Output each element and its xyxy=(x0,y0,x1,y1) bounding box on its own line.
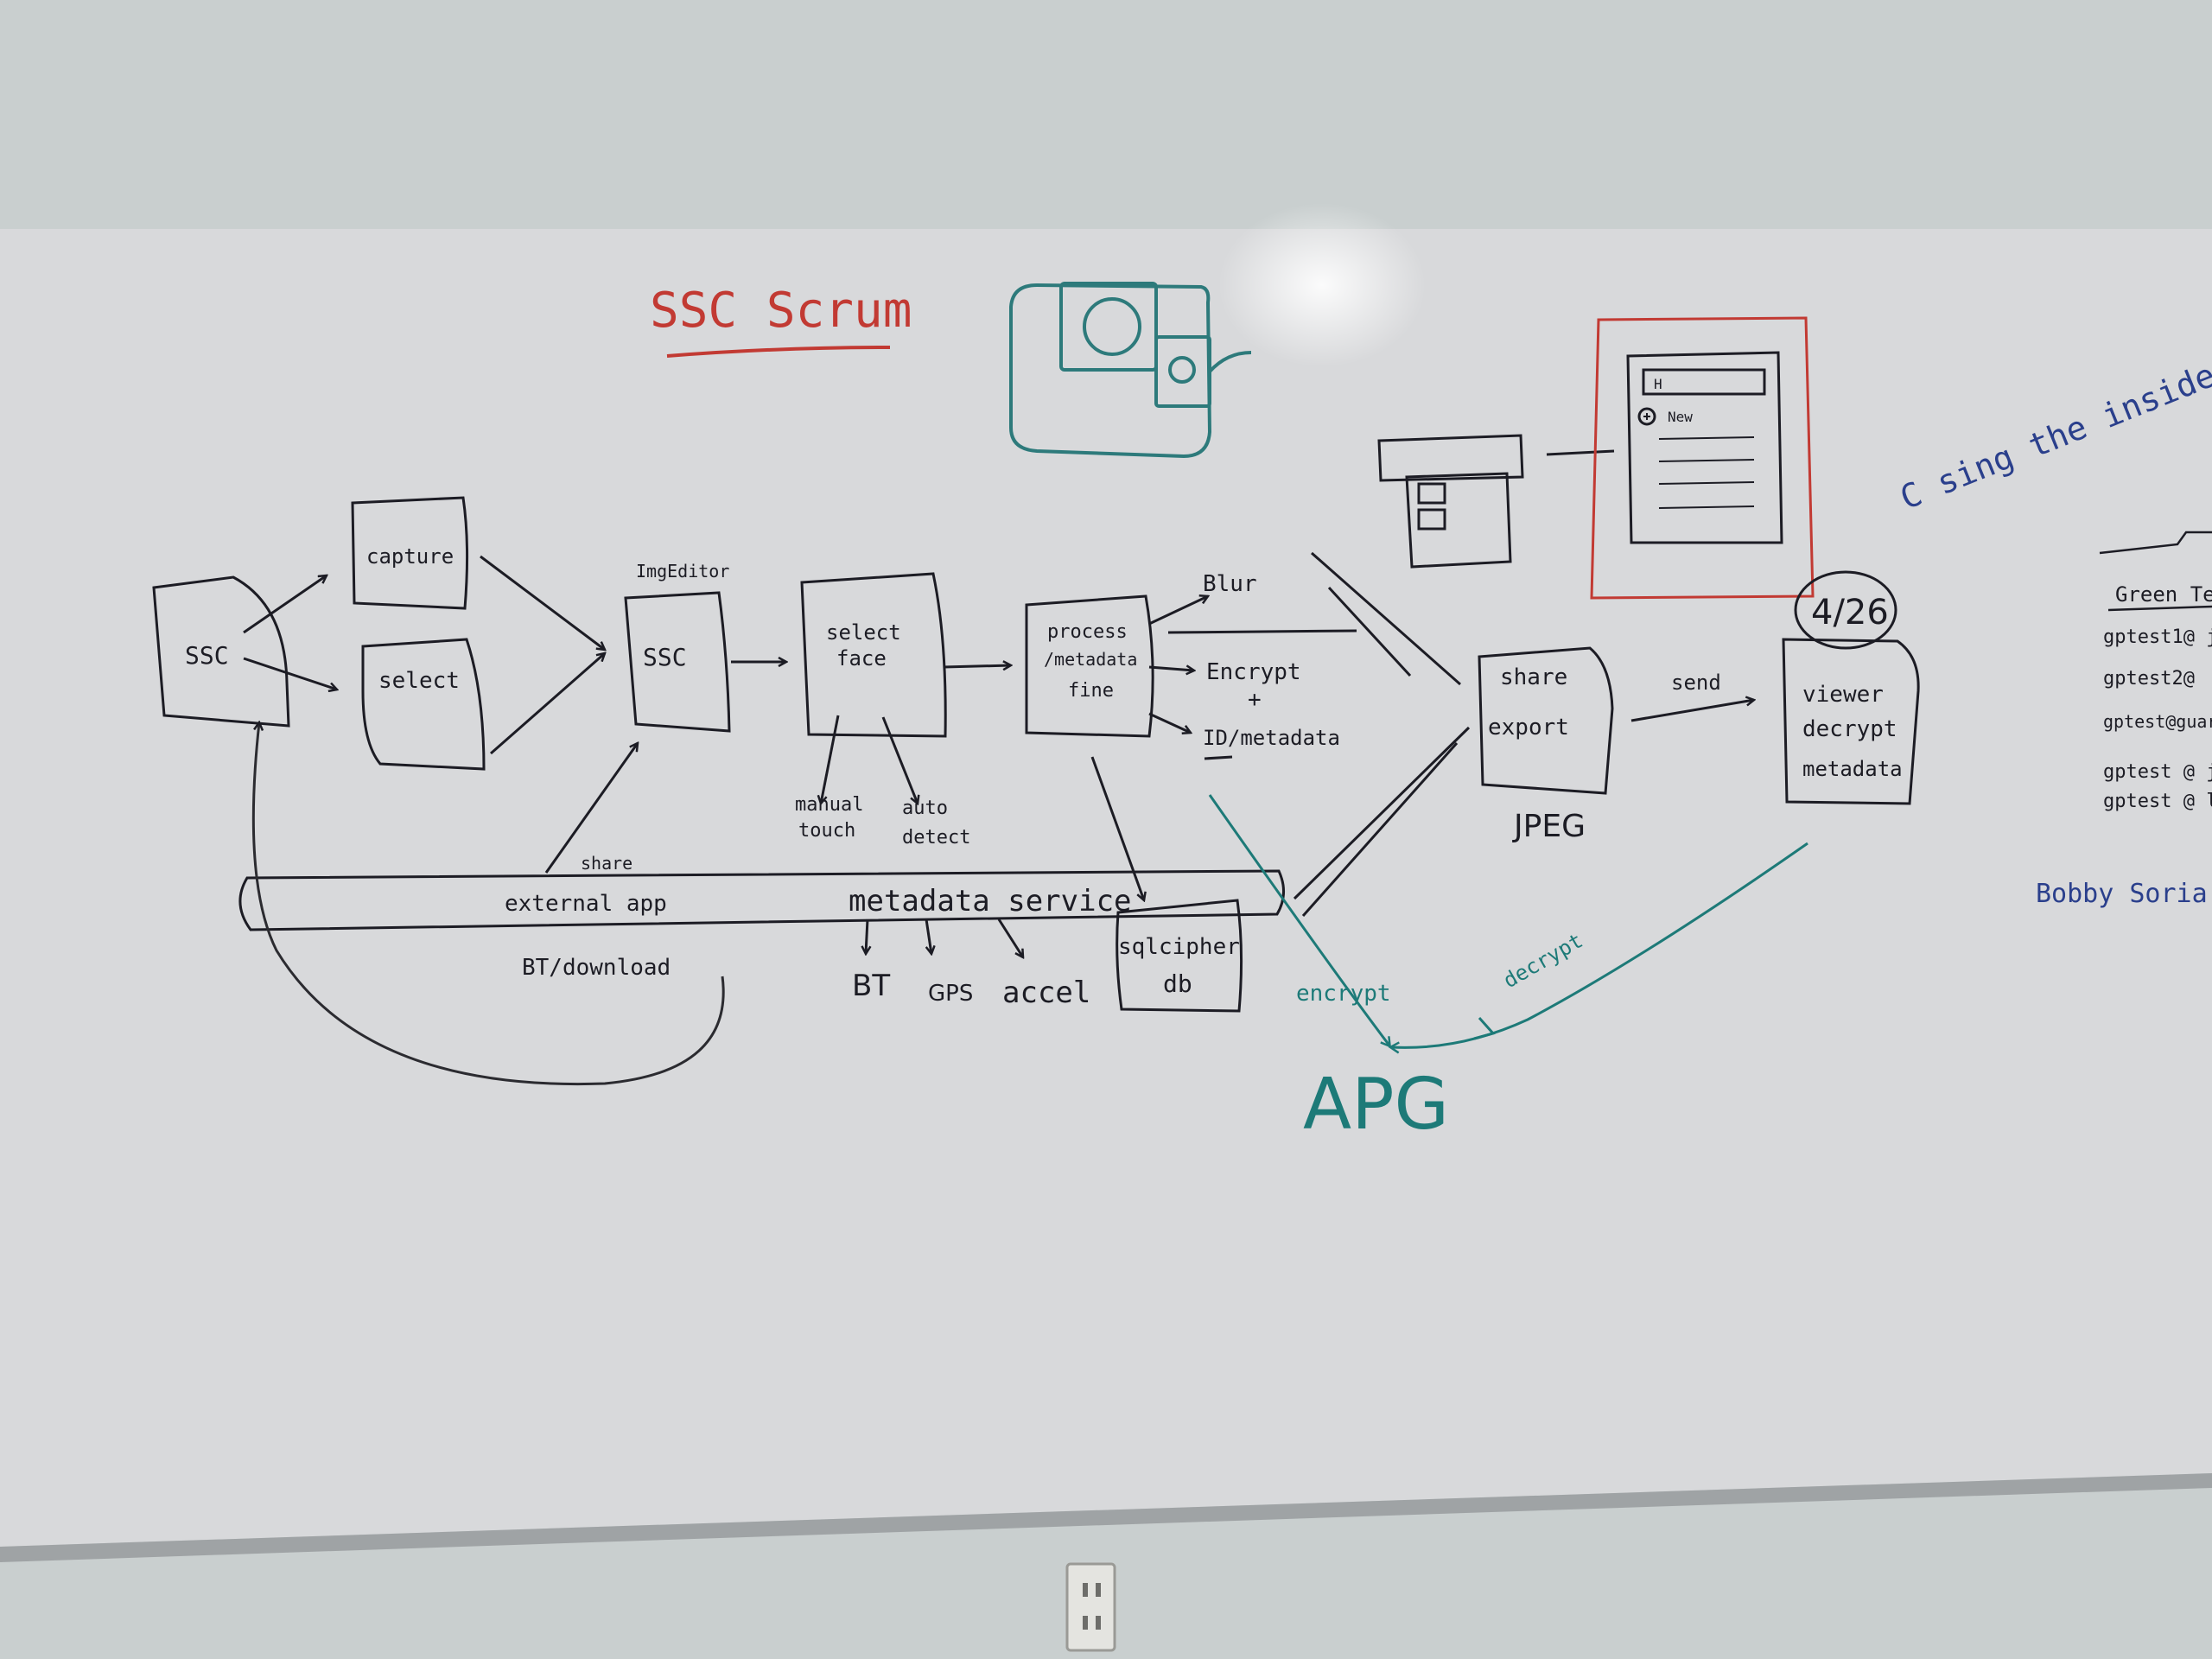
manual-touch-label-2: touch xyxy=(798,820,855,842)
light-glare xyxy=(1218,203,1426,367)
mockup-search-field: H xyxy=(1654,376,1662,392)
encrypt-teal-label: encrypt xyxy=(1296,981,1391,1007)
apg-arrows xyxy=(1208,794,1808,1047)
whiteboard xyxy=(0,229,2212,1547)
id-metadata-label: ID/metadata xyxy=(1203,726,1340,750)
viewer-box xyxy=(1782,638,1920,805)
sqlcipher-label-1: sqlcipher xyxy=(1118,934,1240,960)
flow-arrows xyxy=(243,555,1754,957)
process-label-2: /metadata xyxy=(1044,649,1137,670)
service-bar xyxy=(238,869,1285,931)
select-box xyxy=(361,638,486,771)
select-label: select xyxy=(378,668,460,694)
img-editor-label: SSC xyxy=(643,643,687,671)
img-editor-box xyxy=(624,591,731,733)
ui-mockup-list xyxy=(1626,351,1783,544)
bt-download-label: BT/download xyxy=(522,955,671,981)
share-export-box xyxy=(1478,646,1614,795)
process-label-3: fine xyxy=(1068,680,1114,702)
encrypt-label: Encrypt xyxy=(1206,659,1301,685)
board-title: SSC Scrum xyxy=(650,283,912,339)
phone-sketch xyxy=(1377,434,1615,569)
capture-box xyxy=(351,496,469,610)
share-export-label-1: share xyxy=(1500,664,1567,690)
title-underline xyxy=(666,346,891,358)
ui-mockup-red-frame xyxy=(1590,316,1815,600)
email-line-2: gptest2@ xyxy=(2103,668,2195,690)
process-label-1: process xyxy=(1047,621,1128,643)
metadata-service-label: metadata service xyxy=(849,884,1132,918)
signature-note: Bobby Soria xyxy=(2036,879,2208,909)
viewer-label-1: viewer xyxy=(1802,682,1884,708)
process-box xyxy=(1025,594,1154,738)
apg-label: APG xyxy=(1303,1064,1449,1146)
manual-touch-label-1: manual xyxy=(795,794,863,816)
camera-sketch xyxy=(1009,282,1252,459)
auto-detect-label-2: detect xyxy=(902,827,970,849)
share-label: share xyxy=(581,853,632,874)
id-underline xyxy=(1204,755,1233,760)
capture-label: capture xyxy=(366,544,454,569)
email-line-3: gptest@guard xyxy=(2103,711,2212,732)
send-label: send xyxy=(1671,671,1721,695)
ssc-start-box xyxy=(152,575,290,728)
email-line-5: gptest @ lin xyxy=(2103,791,2212,812)
notes-divider xyxy=(2099,531,2212,555)
email-line-1: gptest1@ jab xyxy=(2103,626,2212,648)
select-face-label-1: select xyxy=(826,620,901,645)
mockup-new-item: New xyxy=(1668,409,1693,425)
select-face-label-2: face xyxy=(836,646,887,671)
power-outlet xyxy=(1065,1562,1116,1652)
viewer-label-2: decrypt xyxy=(1802,716,1897,742)
board-bottom-rail xyxy=(0,1473,2212,1562)
sqlcipher-label-2: db xyxy=(1163,969,1192,998)
external-app-label: external app xyxy=(505,891,667,917)
img-editor-caption: ImgEditor xyxy=(636,561,729,582)
sqlcipher-box xyxy=(1116,899,1243,1013)
crossing-lines xyxy=(1167,551,1471,917)
viewer-label-3: metadata xyxy=(1802,757,1903,781)
share-export-label-2: export xyxy=(1488,715,1569,741)
jpeg-label: JPEG xyxy=(1512,809,1586,844)
date-badge: 4/26 xyxy=(1811,593,1889,632)
plus-label: + xyxy=(1248,687,1262,713)
select-face-box xyxy=(800,572,947,738)
auto-detect-label-1: auto xyxy=(902,798,948,819)
ssc-start-label: SSC xyxy=(185,641,229,670)
accel-label: accel xyxy=(1002,976,1090,1010)
gps-label: GPS xyxy=(928,981,973,1007)
loop-back-arrow xyxy=(251,722,725,1086)
blur-label: Blur xyxy=(1203,571,1257,597)
bt-label: BT xyxy=(852,969,890,1003)
notes-heading: Green Te xyxy=(2115,582,2212,607)
date-badge-ring xyxy=(1794,570,1897,650)
email-line-4: gptest @ jab xyxy=(2103,761,2212,783)
